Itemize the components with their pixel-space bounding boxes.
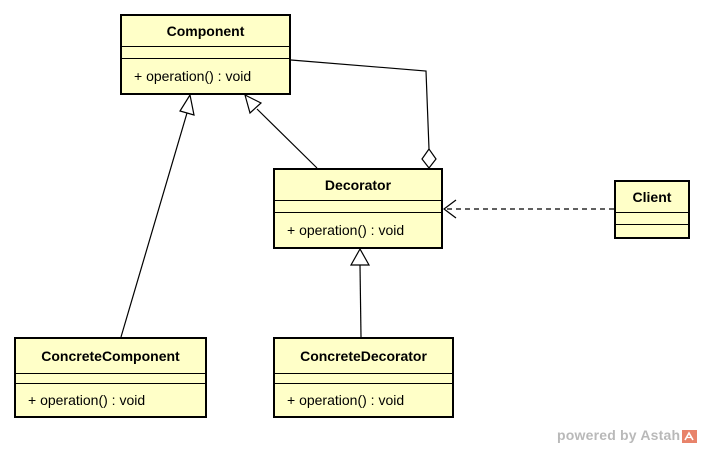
- class-attributes-compartment: [616, 213, 688, 225]
- generalization-line-concretecomponent-component: [120, 112, 188, 338]
- generalization-arrowhead-decorator: [349, 247, 371, 266]
- class-name: Component: [122, 16, 289, 47]
- class-concrete-component[interactable]: ConcreteComponent + operation() : void: [14, 337, 207, 418]
- generalization-line-concretedecorator-decorator: [359, 264, 362, 338]
- class-operation: + operation() : void: [287, 392, 405, 408]
- class-attributes-compartment: [16, 374, 205, 384]
- class-name: ConcreteComponent: [16, 339, 205, 374]
- dependency-arrowhead: [443, 199, 457, 219]
- class-name: ConcreteDecorator: [275, 339, 452, 374]
- class-name: Client: [616, 182, 688, 213]
- class-attributes-compartment: [275, 374, 452, 384]
- generalization-line-decorator-component: [256, 108, 318, 169]
- aggregation-line-decorator-component: [290, 59, 430, 150]
- class-attributes-compartment: [122, 47, 289, 59]
- class-operation: + operation() : void: [28, 392, 146, 408]
- class-attributes-compartment: [275, 201, 441, 213]
- class-name: Decorator: [275, 170, 441, 201]
- class-client[interactable]: Client: [614, 180, 690, 239]
- class-operation: + operation() : void: [287, 222, 405, 238]
- class-operation: + operation() : void: [134, 68, 252, 84]
- aggregation-diamond: [421, 147, 437, 169]
- class-component[interactable]: Component + operation() : void: [120, 14, 291, 95]
- class-concrete-decorator[interactable]: ConcreteDecorator + operation() : void: [273, 337, 454, 418]
- watermark-text: powered by Astah: [557, 427, 681, 443]
- generalization-arrowhead-component-right: [244, 93, 263, 115]
- class-decorator[interactable]: Decorator + operation() : void: [273, 168, 443, 249]
- astah-logo-icon: [682, 430, 697, 443]
- generalization-arrowhead-component-left: [179, 93, 195, 116]
